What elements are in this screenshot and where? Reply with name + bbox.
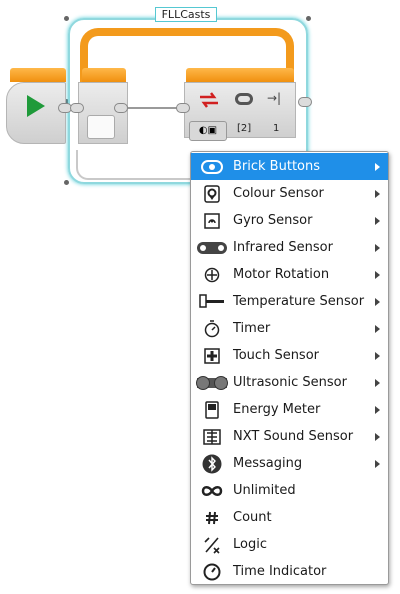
menu-item-label: Gyro Sensor — [233, 213, 313, 228]
switch-icon[interactable] — [197, 89, 221, 111]
menu-item-label: Temperature Sensor — [233, 294, 365, 309]
menu-item-ultrasonic-sensor[interactable]: Ultrasonic Sensor — [191, 369, 388, 396]
mode-selector-button[interactable]: ◐▣ — [189, 121, 227, 141]
chevron-right-icon — [375, 405, 380, 414]
menu-item-brick-buttons[interactable]: Brick Buttons — [191, 153, 388, 180]
loop-entry-header — [82, 68, 126, 82]
menu-item-infrared-sensor[interactable]: Infrared Sensor — [191, 234, 388, 261]
menu-item-touch-sensor[interactable]: Touch Sensor — [191, 342, 388, 369]
menu-item-label: Logic — [233, 537, 267, 552]
chevron-right-icon — [375, 432, 380, 441]
colour-sensor-icon — [191, 180, 233, 207]
selection-handle-top-left[interactable] — [64, 16, 69, 21]
menu-item-temperature-sensor[interactable]: Temperature Sensor — [191, 288, 388, 315]
menu-item-count[interactable]: Count — [191, 504, 388, 531]
logic-icon — [191, 531, 233, 558]
loop-entry-connector-right — [114, 103, 128, 113]
start-block-header — [10, 68, 66, 82]
loop-entry-slot — [87, 115, 115, 139]
chevron-right-icon — [375, 189, 380, 198]
switch-value-plain[interactable]: 1 — [273, 123, 280, 134]
menu-item-nxt-sound-sensor[interactable]: NXT Sound Sensor — [191, 423, 388, 450]
chevron-right-icon — [375, 216, 380, 225]
brick-buttons-icon — [235, 93, 253, 105]
menu-item-label: Timer — [233, 321, 271, 336]
infinity-icon — [191, 477, 233, 504]
switch-block-connector-right — [298, 97, 312, 107]
hash-icon — [191, 504, 233, 531]
menu-item-messaging[interactable]: Messaging — [191, 450, 388, 477]
switch-block-connector-left — [176, 103, 190, 113]
menu-item-label: Energy Meter — [233, 402, 321, 417]
start-block[interactable] — [6, 82, 66, 144]
menu-item-label: NXT Sound Sensor — [233, 429, 354, 444]
sequence-wire — [128, 107, 178, 109]
switch-value-bracket[interactable]: [2] — [237, 123, 252, 134]
menu-item-motor-rotation[interactable]: Motor Rotation — [191, 261, 388, 288]
selection-handle-mid-left[interactable] — [64, 99, 69, 104]
switch-block-header — [186, 68, 294, 82]
menu-item-time-indicator[interactable]: Time Indicator — [191, 558, 388, 585]
menu-item-colour-sensor[interactable]: Colour Sensor — [191, 180, 388, 207]
chevron-right-icon — [375, 459, 380, 468]
energy-meter-icon — [191, 396, 233, 423]
time-indicator-icon — [191, 558, 233, 585]
menu-item-gyro-sensor[interactable]: Gyro Sensor — [191, 207, 388, 234]
menu-item-label: Time Indicator — [233, 564, 327, 579]
chevron-right-icon — [375, 351, 380, 360]
nxt-sound-sensor-icon — [191, 423, 233, 450]
brick-buttons-icon — [191, 153, 233, 180]
menu-item-label: Motor Rotation — [233, 267, 330, 282]
temperature-sensor-icon — [191, 288, 233, 315]
motor-rotation-icon — [191, 261, 233, 288]
play-icon[interactable] — [27, 95, 45, 117]
menu-item-unlimited[interactable]: Unlimited — [191, 477, 388, 504]
menu-item-label: Brick Buttons — [233, 159, 321, 174]
menu-item-logic[interactable]: Logic — [191, 531, 388, 558]
timer-icon — [191, 315, 233, 342]
selection-handle-top-right[interactable] — [306, 16, 311, 21]
chevron-right-icon — [375, 162, 380, 171]
chevron-right-icon — [375, 378, 380, 387]
chevron-right-icon — [375, 270, 380, 279]
menu-item-label: Touch Sensor — [233, 348, 320, 363]
loop-entry-block[interactable] — [78, 82, 128, 144]
menu-item-timer[interactable]: Timer — [191, 315, 388, 342]
infrared-sensor-icon — [191, 234, 233, 261]
ultrasonic-sensor-icon — [191, 369, 233, 396]
menu-item-label: Infrared Sensor — [233, 240, 333, 255]
loop-label[interactable]: FLLCasts — [155, 7, 217, 22]
touch-sensor-icon — [191, 342, 233, 369]
menu-item-label: Count — [233, 510, 272, 525]
switch-block[interactable]: →| ◐▣ [2] 1 — [184, 82, 296, 141]
loop-block-bottom-rail — [76, 150, 226, 180]
selection-handle-bottom-left[interactable] — [64, 180, 69, 185]
gyro-sensor-icon — [191, 207, 233, 234]
bluetooth-icon — [191, 450, 233, 477]
menu-item-label: Ultrasonic Sensor — [233, 375, 347, 390]
loop-entry-connector-left — [70, 103, 84, 113]
chevron-right-icon — [375, 243, 380, 252]
menu-item-energy-meter[interactable]: Energy Meter — [191, 396, 388, 423]
loop-block-arc — [80, 28, 294, 92]
compare-arrow-icon: →| — [267, 91, 282, 105]
menu-item-label: Colour Sensor — [233, 186, 324, 201]
menu-item-label: Messaging — [233, 456, 303, 471]
chevron-right-icon — [375, 297, 380, 306]
menu-item-label: Unlimited — [233, 483, 296, 498]
chevron-right-icon — [375, 324, 380, 333]
